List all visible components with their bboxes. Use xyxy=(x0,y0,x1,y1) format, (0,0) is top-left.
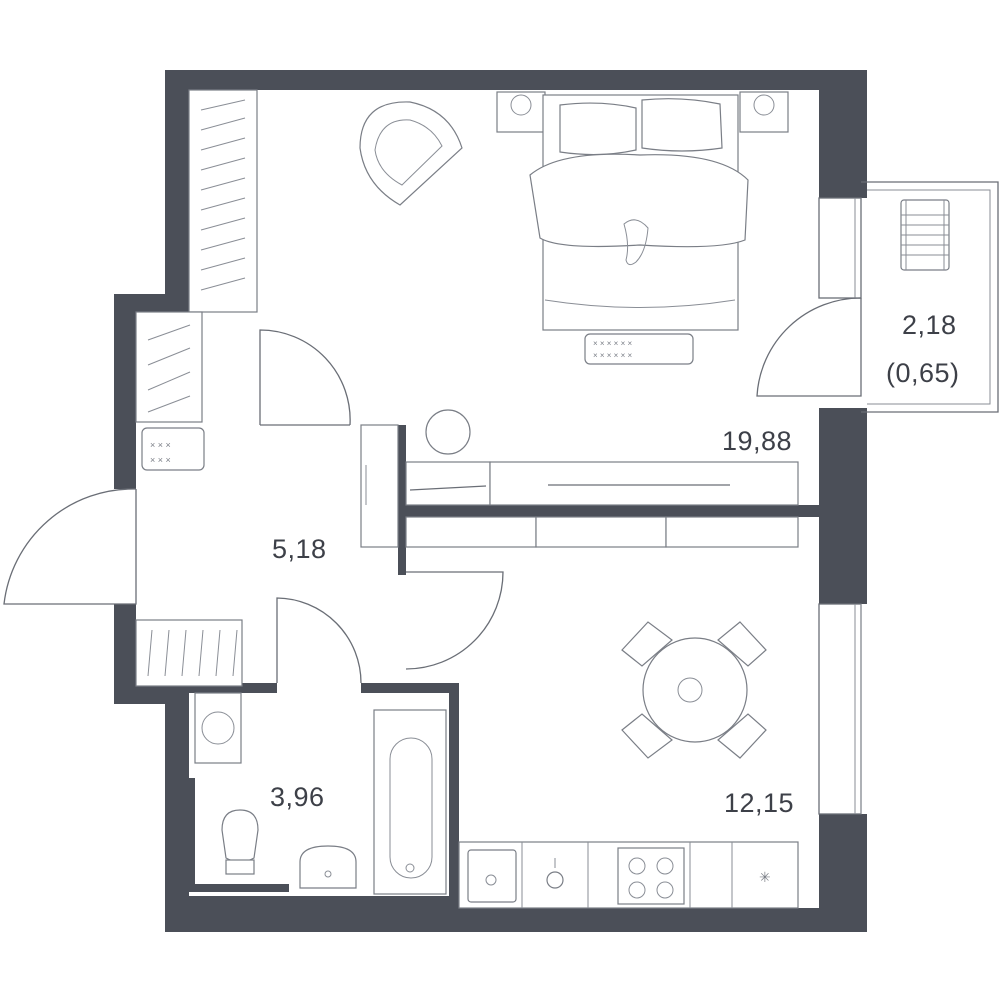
shoe-cabinet xyxy=(135,619,243,687)
fridge-mark: ✳ xyxy=(759,869,771,885)
washbasin-icon xyxy=(299,845,357,889)
bathroom-area: 3,96 xyxy=(270,782,325,812)
armchair-icon xyxy=(359,101,463,206)
rug-icon: × × × × × × × × × × × × xyxy=(584,333,694,365)
svg-text:× × × × × ×: × × × × × × xyxy=(593,339,632,348)
hall-area: 5,18 xyxy=(272,534,327,564)
round-table-icon xyxy=(642,637,748,743)
doormat-icon: × × × × × × xyxy=(141,427,205,471)
bathtub-icon xyxy=(373,709,447,895)
balcony-reduced-area: (0,65) xyxy=(886,358,960,388)
windows xyxy=(818,197,862,815)
balcony-area: 2,18 xyxy=(902,310,957,340)
kitchen-area: 12,15 xyxy=(724,788,794,818)
faucet-icon xyxy=(546,858,564,889)
toilet-icon xyxy=(221,809,259,875)
balcony xyxy=(756,181,999,413)
lounge-chair-icon xyxy=(900,199,950,271)
svg-text:× × ×: × × × xyxy=(150,455,171,465)
sink-icon xyxy=(467,849,517,903)
kitchen-upper-cabinets xyxy=(405,516,799,548)
chair-icon xyxy=(621,621,767,759)
hall-shelf xyxy=(360,424,399,548)
washing-machine-icon xyxy=(194,692,242,764)
hall-wardrobe xyxy=(135,311,203,423)
svg-text:× × × × × ×: × × × × × × xyxy=(593,351,632,360)
walls xyxy=(114,70,867,932)
entry-door xyxy=(3,488,137,605)
cat-icon xyxy=(623,219,649,266)
bedroom-area: 19,88 xyxy=(722,426,792,456)
mirror-icon xyxy=(425,409,471,455)
cooktop-icon xyxy=(617,847,685,905)
bed-icon xyxy=(529,94,749,331)
nightstand-icon xyxy=(496,91,789,133)
hall-doors xyxy=(259,329,504,684)
svg-text:× × ×: × × × xyxy=(150,440,171,450)
tv-icon xyxy=(405,461,799,506)
wardrobe-icon xyxy=(188,89,258,313)
